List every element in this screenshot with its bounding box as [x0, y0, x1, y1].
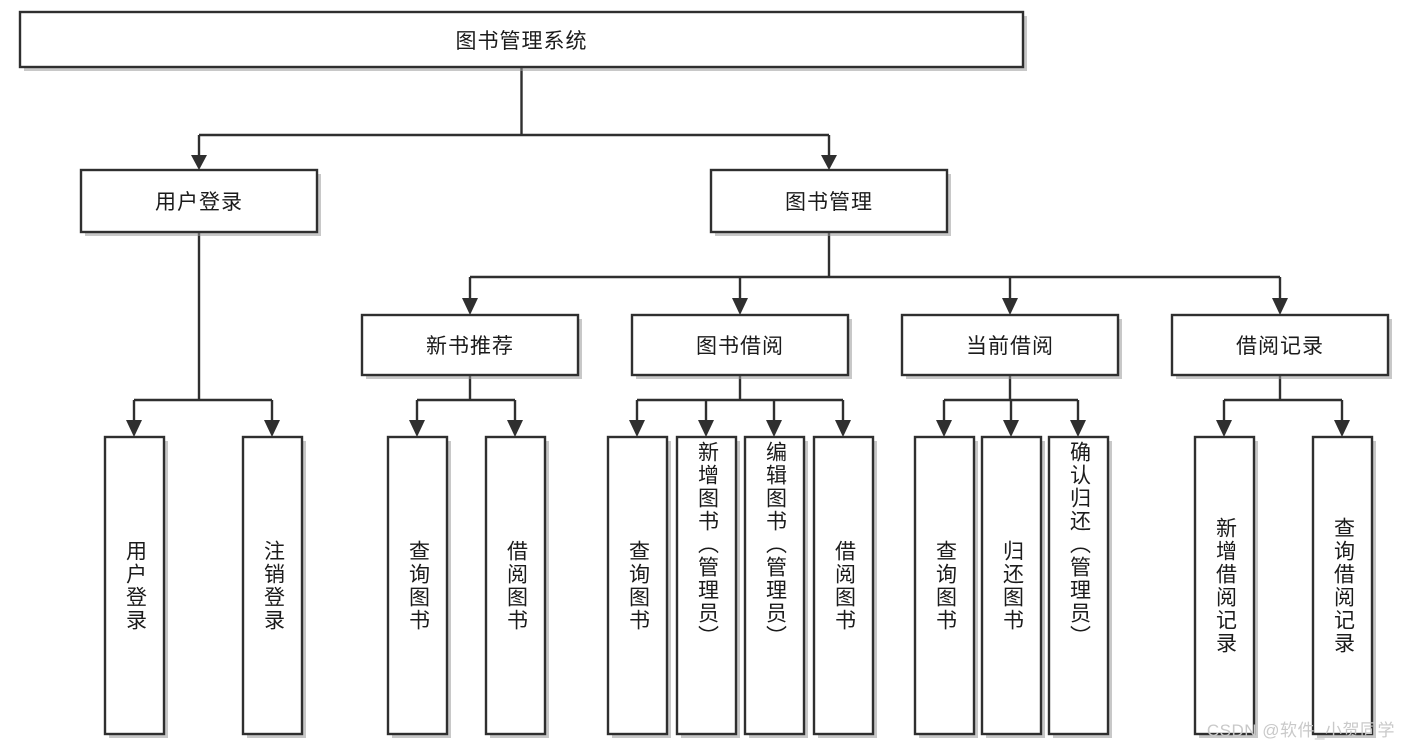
node-box-leaf-borrow-book[interactable]: [812, 435, 875, 736]
watermark-text: CSDN @软件_小贺同学: [1206, 721, 1395, 740]
arrow-leaf-user-login: [126, 420, 142, 437]
node-box-leaf-query-book-borrow[interactable]: [606, 435, 669, 736]
node-box-current-borrow[interactable]: [900, 313, 1120, 377]
node-box-leaf-confirm-return[interactable]: [1047, 435, 1110, 736]
node-layer: [18, 10, 1392, 738]
node-box-leaf-add-borrow-record[interactable]: [1193, 435, 1256, 736]
arrow-borrow-book: [835, 420, 851, 437]
arrow-query-book-borrow: [629, 420, 645, 437]
node-box-root[interactable]: [18, 10, 1025, 69]
arrow-book-borrow: [732, 298, 748, 315]
arrow-confirm-return: [1070, 420, 1086, 437]
arrow-user-login: [191, 155, 207, 170]
arrow-borrow-record: [1272, 298, 1288, 315]
node-box-book-manage[interactable]: [709, 168, 949, 234]
arrow-add-borrow-record: [1216, 420, 1232, 437]
arrow-edit-book: [766, 420, 782, 437]
arrow-add-book: [698, 420, 714, 437]
node-box-borrow-record[interactable]: [1170, 313, 1390, 377]
node-box-leaf-borrow-book-recommend[interactable]: [484, 435, 547, 736]
node-box-leaf-query-book-recommend[interactable]: [386, 435, 449, 736]
node-box-leaf-add-book[interactable]: [675, 435, 738, 736]
connector-layer: [126, 67, 1350, 437]
arrow-return-book: [1003, 420, 1019, 437]
arrow-new-book-recommend: [462, 298, 478, 315]
arrow-book-manage: [821, 155, 837, 170]
arrow-query-borrow-record: [1334, 420, 1350, 437]
arrow-query-book-recommend: [409, 420, 425, 437]
node-box-user-login[interactable]: [79, 168, 319, 234]
node-box-new-book-recommend[interactable]: [360, 313, 580, 377]
arrow-current-borrow: [1002, 298, 1018, 315]
node-box-leaf-return-book[interactable]: [980, 435, 1043, 736]
arrow-leaf-user-logout: [264, 420, 280, 437]
node-box-leaf-edit-book[interactable]: [743, 435, 806, 736]
node-box-leaf-query-book-current[interactable]: [913, 435, 976, 736]
node-box-leaf-user-login[interactable]: [103, 435, 166, 736]
arrow-borrow-book-recommend: [507, 420, 523, 437]
arrow-query-book-current: [936, 420, 952, 437]
node-box-book-borrow[interactable]: [630, 313, 850, 377]
node-box-leaf-user-logout[interactable]: [241, 435, 304, 736]
node-box-leaf-query-borrow-record[interactable]: [1311, 435, 1374, 736]
